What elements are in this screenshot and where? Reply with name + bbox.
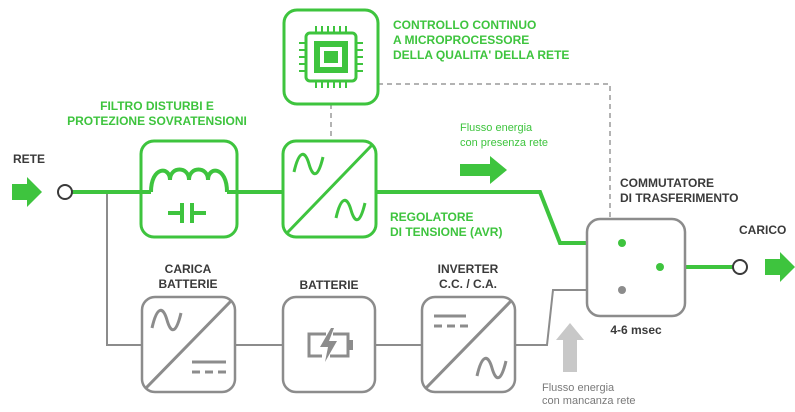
inverter-block — [420, 295, 517, 394]
regolatore-label: REGOLATORE DI TENSIONE (AVR) — [390, 210, 503, 239]
input-terminal — [57, 184, 73, 200]
output-arrow-icon — [765, 252, 795, 282]
inductor-capacitor-icon — [141, 167, 237, 223]
batterie-label: BATTERIE — [299, 278, 359, 292]
transfer-switch-icon — [618, 239, 664, 294]
rete-label: RETE — [13, 152, 46, 166]
flusso-rete-label: Flusso energia con presenza rete — [460, 122, 549, 149]
mains-flow-arrow-icon — [460, 156, 507, 184]
charger-block — [140, 295, 237, 394]
output-terminal — [732, 259, 748, 275]
carico-label: CARICO — [739, 223, 787, 237]
inverter-label: INVERTER C.C. / C.A. — [437, 262, 499, 291]
filtro-label: FILTRO DISTURBI E PROTEZIONE SOVRATENSIO… — [67, 99, 247, 128]
battery-flow-arrow-icon — [556, 323, 584, 372]
avr-block — [281, 139, 378, 239]
control-dashed-lines — [330, 83, 611, 219]
carica-batterie-label: CARICA BATTERIE — [158, 262, 218, 291]
ac-ac-converter-icon — [285, 143, 374, 235]
controllo-label: CONTROLLO CONTINUO A MICROPROCESSORE DEL… — [393, 18, 570, 62]
ac-dc-converter-icon — [144, 299, 233, 390]
input-arrow-icon — [12, 177, 42, 207]
battery-icon — [307, 328, 353, 362]
flusso-mancanza-label: Flusso energia con mancanza rete — [542, 382, 636, 407]
filter-block — [139, 139, 239, 239]
transfer-switch-block — [585, 217, 687, 318]
microprocessor-icon — [299, 26, 363, 88]
tempo-label: 4-6 msec — [610, 323, 662, 337]
commutatore-label: COMMUTATORE DI TRASFERIMENTO — [620, 176, 739, 205]
dc-ac-converter-icon — [424, 299, 513, 390]
battery-block — [281, 295, 377, 394]
microprocessor-block — [282, 8, 380, 106]
